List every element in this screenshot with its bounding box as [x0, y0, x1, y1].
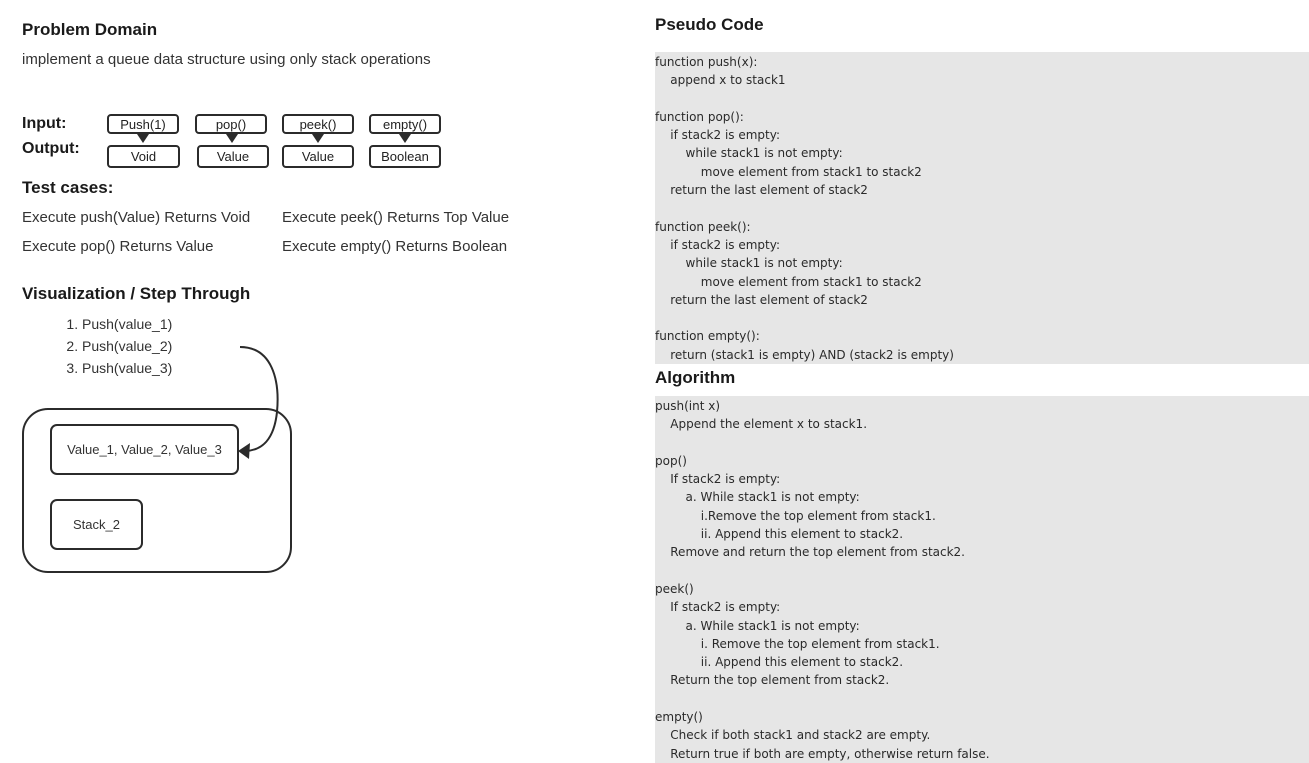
algo-line [655, 690, 1309, 708]
stack1-label: Value_1, Value_2, Value_3 [67, 442, 222, 457]
algo-line: Append the element x to stack1. [655, 417, 868, 432]
code-line [655, 309, 1309, 327]
step-item: Push(value_2) [82, 335, 282, 357]
code-line: function empty(): [655, 329, 760, 344]
test-case-push: Execute push(Value) Returns Void [22, 209, 251, 226]
algo-line: i. Remove the top element from stack1. [655, 636, 940, 651]
code-line: if stack2 is empty: [655, 237, 781, 252]
output-box-boolean: Boolean [369, 145, 441, 168]
algo-line: ii. Append this element to stack2. [655, 527, 904, 542]
arrow-down-icon [226, 134, 238, 143]
output-box-value-peek: Value [282, 145, 354, 168]
algo-line: ii. Append this element to stack2. [655, 655, 904, 670]
algo-line: a. While stack1 is not empty: [655, 618, 860, 633]
code-line: append x to stack1 [655, 73, 786, 88]
step-item: Push(value_3) [82, 357, 282, 379]
algo-line: If stack2 is empty: [655, 600, 781, 615]
algo-line: Check if both stack1 and stack2 are empt… [655, 728, 931, 743]
algo-line: Return true if both are empty, otherwise… [655, 746, 990, 761]
algo-line: Return the top element from stack2. [655, 673, 890, 688]
algo-line [655, 434, 1309, 452]
code-line: while stack1 is not empty: [655, 146, 843, 161]
problem-description: implement a queue data structure using o… [22, 51, 431, 68]
algo-line: Remove and return the top element from s… [655, 545, 965, 560]
visualization-heading: Visualization / Step Through [22, 284, 251, 303]
code-line [655, 199, 1309, 217]
test-cases-heading: Test cases: [22, 178, 114, 197]
output-box-value-pop: Value [197, 145, 269, 168]
stack1-box: Value_1, Value_2, Value_3 [50, 424, 239, 475]
code-line: move element from stack1 to stack2 [655, 164, 922, 179]
test-case-peek: Execute peek() Returns Top Value [282, 209, 510, 226]
problem-domain-heading: Problem Domain [22, 20, 158, 39]
code-line: function push(x): [655, 55, 758, 69]
input-box-empty: empty() [369, 114, 441, 134]
pseudo-code-heading: Pseudo Code [655, 15, 764, 34]
code-line: return the last element of stack2 [655, 292, 868, 307]
algorithm-panel: push(int x) Append the element x to stac… [655, 396, 1309, 763]
code-line: return (stack1 is empty) AND (stack2 is … [655, 347, 954, 362]
code-line: while stack1 is not empty: [655, 256, 843, 271]
stack2-label: Stack_2 [73, 517, 120, 532]
input-box-peek: peek() [282, 114, 354, 134]
input-box-pop: pop() [195, 114, 267, 134]
code-line [655, 90, 1309, 108]
arrow-down-icon [312, 134, 324, 143]
pseudo-code-panel: function push(x): append x to stack1 fun… [655, 52, 1309, 364]
output-box-void: Void [107, 145, 180, 168]
algo-line: i.Remove the top element from stack1. [655, 508, 936, 523]
algo-line: pop() [655, 453, 687, 468]
algo-line: a. While stack1 is not empty: [655, 490, 860, 505]
input-box-push: Push(1) [107, 114, 179, 134]
algo-line: empty() [655, 710, 703, 725]
algo-line: If stack2 is empty: [655, 472, 781, 487]
output-label: Output: [22, 140, 80, 157]
arrow-down-icon [399, 134, 411, 143]
code-line: if stack2 is empty: [655, 128, 781, 143]
arrow-down-icon [137, 134, 149, 143]
queue-container [22, 408, 292, 573]
test-case-empty: Execute empty() Returns Boolean [282, 238, 508, 255]
code-line: function pop(): [655, 109, 744, 124]
step-list: Push(value_1) Push(value_2) Push(value_3… [22, 313, 282, 379]
code-line: return the last element of stack2 [655, 183, 868, 198]
arrow-head-icon [238, 443, 250, 459]
step-item: Push(value_1) [82, 313, 282, 335]
algo-line: peek() [655, 581, 694, 596]
push-arrow [238, 346, 279, 459]
algo-line [655, 562, 1309, 580]
stack2-box: Stack_2 [50, 499, 143, 550]
code-line: move element from stack1 to stack2 [655, 274, 922, 289]
test-case-pop: Execute pop() Returns Value [22, 238, 214, 255]
algorithm-heading: Algorithm [655, 368, 736, 387]
code-line: function peek(): [655, 219, 751, 234]
algo-line: push(int x) [655, 399, 721, 413]
input-label: Input: [22, 115, 67, 132]
